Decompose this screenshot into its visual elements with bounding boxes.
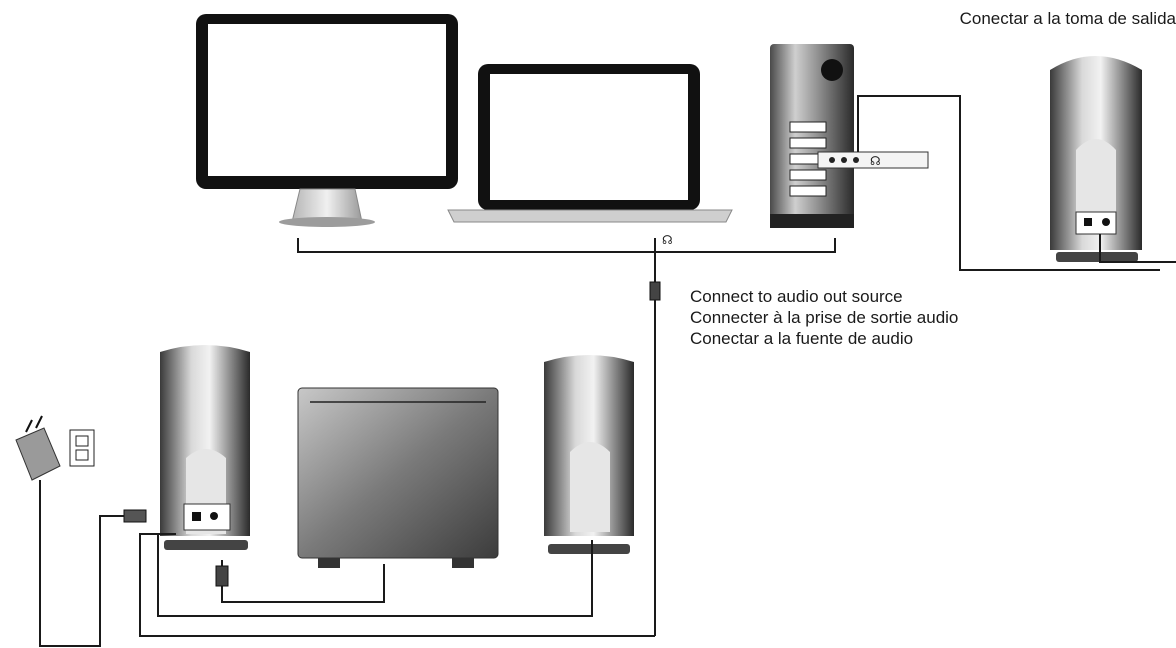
top-right-label: Conectar a la toma de salida bbox=[960, 8, 1176, 29]
desktop-monitor bbox=[196, 14, 458, 227]
satellite-speaker-left bbox=[160, 345, 250, 550]
audio-source-label: Connect to audio out source Connecter à … bbox=[690, 286, 958, 349]
laptop bbox=[447, 64, 733, 223]
satellite-speaker-top-right bbox=[1050, 56, 1142, 262]
audio-jack-plug bbox=[649, 238, 661, 636]
label-french: Connecter à la prise de sortie audio bbox=[690, 308, 959, 327]
tower-to-speaker-cable bbox=[857, 95, 1176, 271]
label-spanish: Conectar a la fuente de audio bbox=[690, 329, 914, 348]
wall-outlet bbox=[69, 429, 95, 467]
power-cord bbox=[39, 480, 128, 647]
satellite-speaker-right bbox=[544, 355, 634, 554]
label-english: Connect to audio out source bbox=[690, 287, 903, 306]
headphone-icon: ☊ bbox=[662, 233, 673, 247]
device-bracket bbox=[297, 238, 836, 253]
subwoofer-plug bbox=[215, 565, 229, 587]
power-plug bbox=[123, 509, 147, 523]
desktop-tower: ☊ bbox=[770, 44, 929, 228]
svg-text:☊: ☊ bbox=[870, 154, 881, 168]
subwoofer bbox=[297, 387, 499, 568]
label-spanish-top: Conectar a la toma de salida bbox=[959, 9, 1176, 28]
power-adapter bbox=[15, 415, 61, 481]
